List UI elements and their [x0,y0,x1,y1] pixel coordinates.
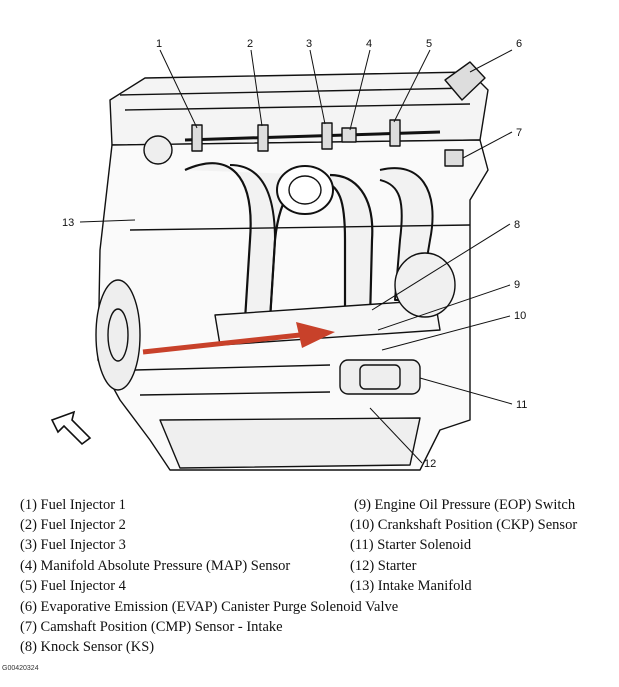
legend-item-7: (7) Camshaft Position (CMP) Sensor - Int… [20,619,283,635]
legend-item-3: (3) Fuel Injector 3 [20,537,126,553]
callout-10: 10 [514,310,526,322]
callout-2: 2 [247,38,253,50]
legend-item-10: (10) Crankshaft Position (CKP) Sensor [350,517,578,533]
callout-1: 1 [156,38,162,50]
direction-arrow-icon [50,410,92,446]
legend-item-12: (12) Starter [350,558,417,574]
callout-11: 11 [516,399,527,411]
callout-leaders [79,49,513,464]
callout-8: 8 [514,219,520,231]
callout-3: 3 [306,38,312,50]
legend-item-1: (1) Fuel Injector 1 [20,497,126,513]
callout-7: 7 [516,127,522,139]
legend-item-11: (11) Starter Solenoid [350,537,472,553]
callout-4: 4 [366,38,372,50]
legend-item-2: (2) Fuel Injector 2 [20,517,126,533]
callout-6: 6 [516,38,522,50]
engine-drawing [95,61,489,471]
legend-item-8: (8) Knock Sensor (KS) [20,639,155,655]
figure-code: G00420324 [2,665,39,672]
callout-9: 9 [514,279,520,291]
legend-item-5: (5) Fuel Injector 4 [20,578,126,594]
legend-item-6: (6) Evaporative Emission (EVAP) Canister… [20,599,399,615]
legend-item-4: (4) Manifold Absolute Pressure (MAP) Sen… [20,558,291,574]
highlight-arrow [142,322,335,355]
engine-diagram: 1 2 3 4 5 6 7 8 9 10 11 12 13 [50,38,527,471]
callout-12: 12 [424,458,436,470]
callout-numbers: 1 2 3 4 5 6 7 8 9 10 11 12 13 [62,38,527,470]
legend-item-13: (13) Intake Manifold [350,578,472,594]
callout-5: 5 [426,38,432,50]
callout-13: 13 [62,217,74,229]
legend-item-9: (9) Engine Oil Pressure (EOP) Switch [354,497,576,513]
